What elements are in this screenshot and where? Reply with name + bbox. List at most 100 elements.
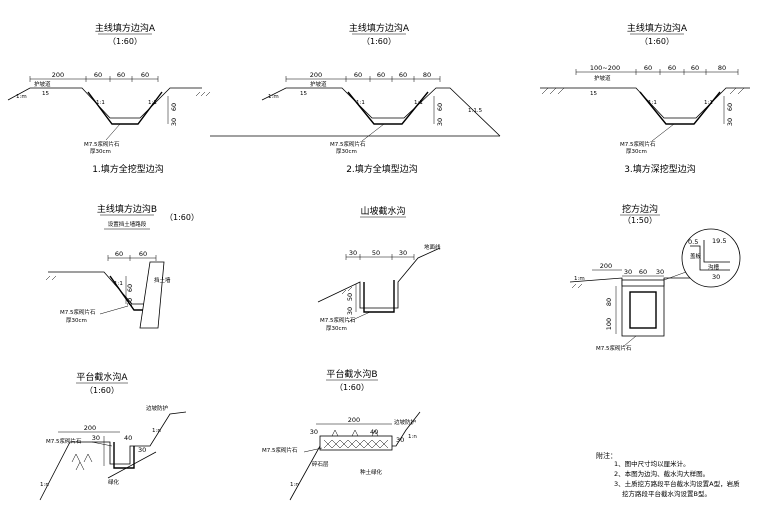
dim-6-e: 80 bbox=[605, 298, 613, 306]
dim-4-b: 60 bbox=[139, 250, 147, 258]
label-3-slope-a: 1:1 bbox=[648, 100, 657, 106]
dim-4-d: 30 bbox=[126, 298, 134, 306]
panel-1-scale: （1:60） bbox=[108, 37, 142, 46]
dim-5-c: 30 bbox=[399, 249, 407, 257]
label-4-slope-a: 1:1 bbox=[114, 281, 123, 287]
dim-6-g: 0.5 bbox=[688, 238, 698, 246]
detail-circle bbox=[681, 228, 741, 288]
label-6-mortar: M7.5浆砌片石 bbox=[596, 344, 632, 352]
note-2: 2、本图为边沟、截水沟大样图。 bbox=[614, 469, 709, 478]
dim-2-c: 60 bbox=[377, 71, 385, 79]
panel-retaining-wall-ditch-4: 主线填方边沟B （1:60） 设置挡土墙路段 60 60 1:1 挡土墙 60 … bbox=[45, 203, 199, 329]
dim-4-c: 60 bbox=[126, 284, 134, 292]
label-8-slope-bottom: 1:n bbox=[290, 482, 299, 488]
panel-2-title: 主线填方边沟A bbox=[349, 22, 410, 34]
label-8-gravel: 碎石层 bbox=[312, 460, 329, 468]
label-8-planting: 种土绿化 bbox=[360, 468, 383, 476]
note-3: 3、土质挖方路段平台截水沟设置A型，岩质 bbox=[614, 479, 740, 488]
dim-8-d: 30 bbox=[396, 436, 404, 444]
label-6-slab: 盖板 bbox=[690, 252, 702, 260]
label-1-v15: 15 bbox=[42, 91, 49, 97]
dim-5-d: 50 bbox=[346, 293, 354, 301]
panel-5-title: 山坡截水沟 bbox=[360, 205, 405, 217]
panel-2-scale: （1:60） bbox=[362, 37, 396, 46]
label-7-green: 绿化 bbox=[108, 478, 120, 486]
dim-8-a: 200 bbox=[348, 416, 360, 424]
dim-1-b: 60 bbox=[94, 71, 102, 79]
label-1-slope-b: 1:1 bbox=[148, 100, 157, 106]
dim-8-b: 30 bbox=[310, 428, 318, 436]
label-4-mortar: M7.5浆砌片石 bbox=[60, 308, 96, 316]
dim-1-e: 60 bbox=[170, 103, 178, 111]
dim-6-f: 100 bbox=[605, 318, 613, 330]
panel-7-scale: （1:60） bbox=[85, 386, 119, 395]
label-8-mortar: M7.5浆砌片石 bbox=[262, 446, 298, 454]
dim-5-b: 50 bbox=[372, 249, 380, 257]
label-7-protect: 边坡防护 bbox=[146, 404, 169, 412]
label-2-slope-a: 1:1 bbox=[356, 100, 365, 106]
dim-1-a: 200 bbox=[52, 71, 64, 79]
dim-2-f: 60 bbox=[436, 103, 444, 111]
dim-3-e: 80 bbox=[718, 64, 726, 72]
cover-slab bbox=[621, 279, 665, 287]
dim-5-a: 30 bbox=[349, 249, 357, 257]
panel-hillside-intercept-ditch-5: 山坡截水沟 30 50 30 地面线 50 30 M7.5浆砌片石 厚30cm bbox=[317, 205, 441, 332]
panel-4-title: 主线填方边沟B bbox=[97, 203, 157, 215]
label-3-mortar: M7.5浆砌片石 bbox=[620, 140, 656, 148]
label-3-v15: 15 bbox=[590, 91, 597, 97]
panel-fill-cut-ditch-1: 主线填方边沟A （1:60） 200 60 60 60 1:m 护坡道 15 1… bbox=[7, 22, 211, 175]
dim-6-i: 30 bbox=[712, 273, 720, 281]
label-5-ground: 地面线 bbox=[424, 243, 441, 251]
label-8-slope-top: 1:n bbox=[408, 434, 417, 440]
panel-2-caption: 2.填方全填型边沟 bbox=[346, 163, 418, 175]
dim-7-c: 40 bbox=[124, 434, 132, 442]
label-1-slope: 1:m bbox=[16, 94, 27, 100]
panel-deep-cut-ditch-3: 主线填方边沟A （1:60） 100~200 60 60 60 80 护坡道 1… bbox=[540, 22, 750, 175]
dim-6-b: 30 bbox=[624, 268, 632, 276]
dim-4-a: 60 bbox=[115, 250, 123, 258]
panel-6-scale: （1:50） bbox=[623, 216, 657, 225]
label-7-slope-bottom: 1:n bbox=[40, 482, 49, 488]
label-5-thick: 厚30cm bbox=[326, 325, 347, 332]
label-3-thick: 厚30cm bbox=[626, 148, 647, 155]
dim-6-c: 60 bbox=[639, 268, 647, 276]
dim-5-e: 30 bbox=[346, 307, 354, 315]
panel-7-title: 平台截水沟A bbox=[76, 371, 128, 383]
label-4-thick: 厚30cm bbox=[66, 317, 87, 324]
retaining-wall bbox=[139, 261, 165, 329]
label-3-slope-b: 1:1 bbox=[704, 100, 713, 106]
dim-2-d: 60 bbox=[399, 71, 407, 79]
dim-7-d: 30 bbox=[138, 446, 146, 454]
panel-fill-ditch-2: 主线填方边沟A （1:60） 200 60 60 60 80 1:m 护坡道 1… bbox=[210, 22, 501, 175]
dim-1-c: 60 bbox=[117, 71, 125, 79]
dim-2-e: 80 bbox=[423, 71, 431, 79]
label-6-slope: 1:m bbox=[574, 276, 585, 282]
label-8-protect: 边坡防护 bbox=[394, 418, 417, 426]
notes-title: 附注： bbox=[596, 451, 617, 460]
label-7-mortar: M7.5浆砌片石 bbox=[46, 437, 82, 445]
label-1-mortar: M7.5浆砌片石 bbox=[84, 140, 120, 148]
dim-1-f: 30 bbox=[170, 118, 178, 126]
panel-8-title: 平台截水沟B bbox=[326, 368, 377, 380]
panel-4-subtitle: 设置挡土墙路段 bbox=[108, 220, 147, 228]
label-2-slope-c: 1:1.5 bbox=[468, 108, 483, 114]
label-2-slope-b: 1:1 bbox=[414, 100, 423, 106]
label-2-v15: 15 bbox=[300, 91, 307, 97]
label-5-mortar: M7.5浆砌片石 bbox=[320, 316, 356, 324]
panel-1-title: 主线填方边沟A bbox=[95, 22, 156, 34]
label-2-slope: 1:m bbox=[268, 94, 279, 100]
label-1-slope-a: 1:1 bbox=[96, 100, 105, 106]
dim-3-a: 100~200 bbox=[590, 64, 620, 72]
dim-6-h: 19.5 bbox=[712, 237, 726, 245]
panel-3-caption: 3.填方深挖型边沟 bbox=[624, 163, 696, 175]
label-3-protect: 护坡道 bbox=[594, 74, 611, 82]
dim-3-f: 60 bbox=[726, 103, 734, 111]
panel-platform-intercept-ditch-B: 平台截水沟B （1:60） 200 30 40 30 边坡防护 M7.5浆砌片石… bbox=[262, 368, 421, 501]
dim-7-a: 200 bbox=[84, 424, 96, 432]
gravel-layer bbox=[319, 435, 393, 451]
label-2-thick: 厚30cm bbox=[336, 148, 357, 155]
panel-1-caption: 1.填方全挖型边沟 bbox=[92, 163, 164, 175]
notes-block: 附注： 1、图中尺寸均以厘米计。 2、本图为边沟、截水沟大样图。 3、土质挖方路… bbox=[596, 451, 740, 498]
dim-1-d: 60 bbox=[141, 71, 149, 79]
